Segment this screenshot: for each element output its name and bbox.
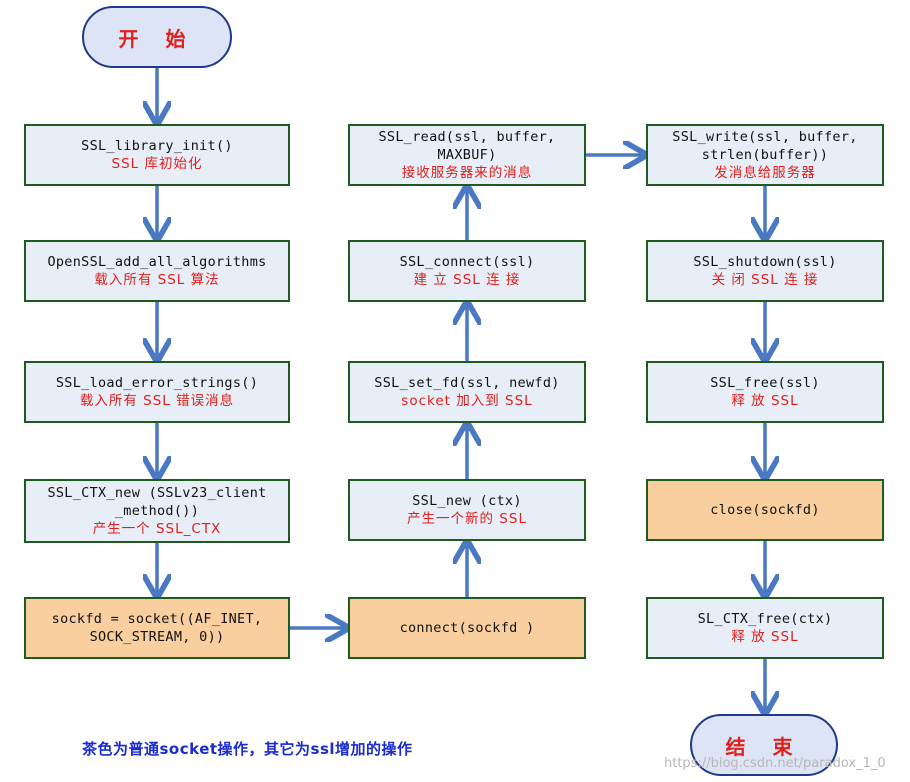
node-ssl-write-note: 发消息给服务器 [714, 165, 816, 181]
node-ctx-new-code2: _method()) [114, 503, 200, 519]
node-ssl-new-code: SSL_new (ctx) [412, 493, 522, 509]
node-connect-sock-code: connect(sockfd ) [399, 620, 535, 636]
start-terminal: 开 始 [82, 6, 232, 68]
node-shutdown-code: SSL_shutdown(ssl) [693, 254, 837, 270]
node-connect-sock: connect(sockfd ) [348, 597, 586, 659]
node-ctx-free: SL_CTX_free(ctx) 释 放 SSL [646, 597, 884, 659]
node-ssl-write-code: SSL_write(ssl, buffer, [672, 129, 858, 145]
node-socket-code2: SOCK_STREAM, 0)) [89, 629, 225, 645]
node-ctx-new-note: 产生一个 SSL_CTX [92, 521, 222, 537]
node-set-fd-note: socket 加入到 SSL [401, 393, 533, 409]
node-ssl-write-code2: strlen(buffer)) [701, 147, 829, 163]
node-socket-code: sockfd = socket((AF_INET, [51, 611, 263, 627]
legend-footnote: 茶色为普通socket操作，其它为ssl增加的操作 [82, 740, 413, 758]
node-lib-init-code: SSL_library_init() [81, 138, 233, 154]
node-ctx-free-code: SL_CTX_free(ctx) [697, 611, 833, 627]
watermark: https://blog.csdn.net/paradox_1_0 [664, 756, 886, 771]
node-ssl-read-code2: MAXBUF) [437, 147, 497, 163]
node-close-code: close(sockfd) [710, 502, 820, 518]
node-ssl-free-note: 释 放 SSL [731, 393, 799, 409]
node-ssl-connect-note: 建 立 SSL 连 接 [413, 272, 521, 288]
node-add-algs-code: OpenSSL_add_all_algorithms [47, 254, 267, 270]
node-ssl-read-note: 接收服务器来的消息 [401, 165, 533, 181]
node-add-algs-note: 载入所有 SSL 算法 [94, 272, 220, 288]
node-add-algs: OpenSSL_add_all_algorithms 载入所有 SSL 算法 [24, 240, 290, 302]
node-ssl-new-note: 产生一个新的 SSL [407, 511, 527, 527]
node-ssl-connect-code: SSL_connect(ssl) [399, 254, 535, 270]
start-label: 开 始 [118, 26, 196, 51]
node-ssl-read-code: SSL_read(ssl, buffer, [378, 129, 556, 145]
node-ssl-free: SSL_free(ssl) 释 放 SSL [646, 361, 884, 423]
node-socket: sockfd = socket((AF_INET, SOCK_STREAM, 0… [24, 597, 290, 659]
node-set-fd-code: SSL_set_fd(ssl, newfd) [374, 375, 560, 391]
node-set-fd: SSL_set_fd(ssl, newfd) socket 加入到 SSL [348, 361, 586, 423]
node-load-err: SSL_load_error_strings() 载入所有 SSL 错误消息 [24, 361, 290, 423]
node-load-err-note: 载入所有 SSL 错误消息 [79, 393, 235, 409]
node-ctx-new: SSL_CTX_new (SSLv23_client _method()) 产生… [24, 479, 290, 543]
node-ssl-connect: SSL_connect(ssl) 建 立 SSL 连 接 [348, 240, 586, 302]
node-ssl-read: SSL_read(ssl, buffer, MAXBUF) 接收服务器来的消息 [348, 124, 586, 186]
end-label: 结 束 [725, 734, 803, 759]
node-shutdown-note: 关 闭 SSL 连 接 [711, 272, 819, 288]
end-terminal: 结 束 [690, 714, 838, 776]
node-close: close(sockfd) [646, 479, 884, 541]
node-ssl-new: SSL_new (ctx) 产生一个新的 SSL [348, 479, 586, 541]
node-lib-init: SSL_library_init() SSL 库初始化 [24, 124, 290, 186]
node-lib-init-note: SSL 库初始化 [111, 156, 203, 172]
node-ctx-free-note: 释 放 SSL [731, 629, 799, 645]
node-ssl-write: SSL_write(ssl, buffer, strlen(buffer)) 发… [646, 124, 884, 186]
node-ctx-new-code: SSL_CTX_new (SSLv23_client [47, 485, 267, 501]
node-shutdown: SSL_shutdown(ssl) 关 闭 SSL 连 接 [646, 240, 884, 302]
node-ssl-free-code: SSL_free(ssl) [710, 375, 820, 391]
node-load-err-code: SSL_load_error_strings() [55, 375, 259, 391]
